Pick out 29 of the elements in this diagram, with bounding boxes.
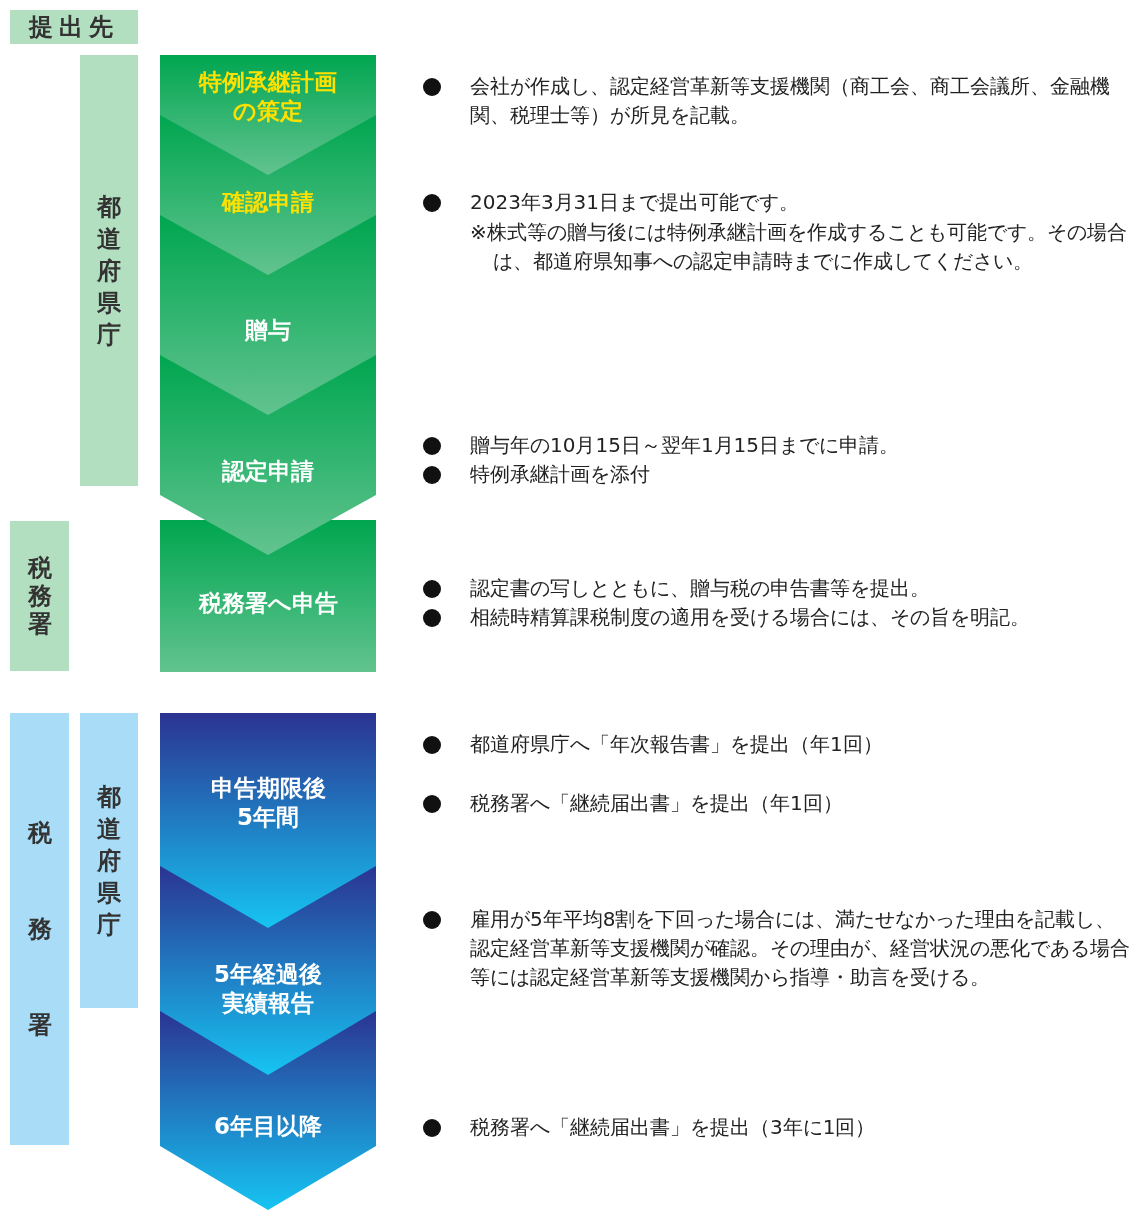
note-text: 2023年3月31日まで提出可能です。 [470, 189, 801, 216]
step-label: 税務署へ申告 [197, 589, 339, 618]
note-text: 税務署へ「継続届出書」を提出（年1回） [470, 790, 844, 817]
side-band [10, 713, 69, 1145]
header-label: 提出先 [29, 12, 119, 43]
step-label: 確認申請 [220, 188, 315, 217]
note-text: 特例承継計画を添付 [470, 461, 651, 488]
note-text: 認定書の写しとともに、贈与税の申告書等を提出。 [470, 575, 931, 602]
side-band [80, 55, 138, 486]
note-text: 会社が作成し、認定経営革新等支援機関（商工会、商工会議所、金融機関、税理士等）が所見を記載。 [470, 73, 1111, 129]
band-label: 都道府県庁 [96, 191, 122, 351]
band-label: 税務署 [26, 818, 53, 1041]
step-label: 6年目以降 [213, 1112, 323, 1141]
step-label: 5年経過後実績報告 [213, 960, 323, 1018]
note-text: 都道府県庁へ「年次報告書」を提出（年1回） [470, 731, 884, 758]
step-label: 特例承継計画の策定 [197, 68, 338, 126]
step-label: 認定申請 [221, 457, 315, 486]
band-label: 税務署 [26, 554, 53, 638]
note-text: 贈与年の10月15日～翌年1月15日までに申請。 [470, 432, 901, 459]
side-band [80, 713, 138, 1008]
note-text: 税務署へ「継続届出書」を提出（3年に1回） [470, 1114, 877, 1141]
step-label: 贈与 [243, 316, 292, 345]
note-text: 雇用が5年平均8割を下回った場合には、満たせなかった理由を記載し、認定経営革新等支援機関が確認。その理由が、経営状況の悪化である場合等には認定経営革新等支援機関から指導・助言を受ける。 [470, 906, 1130, 991]
note-text: ※株式等の贈与後には特例承継計画を作成することも可能です。その場合は、都道府県知事への認定申請時までに作成してください。 [470, 219, 1128, 275]
note-text: 相続時精算課税制度の適用を受ける場合には、その旨を明記。 [470, 604, 1031, 631]
header-band [10, 10, 138, 44]
band-label: 都道府県庁 [96, 781, 122, 941]
side-band [10, 521, 69, 671]
step-label: 申告期限後5年間 [209, 774, 327, 832]
